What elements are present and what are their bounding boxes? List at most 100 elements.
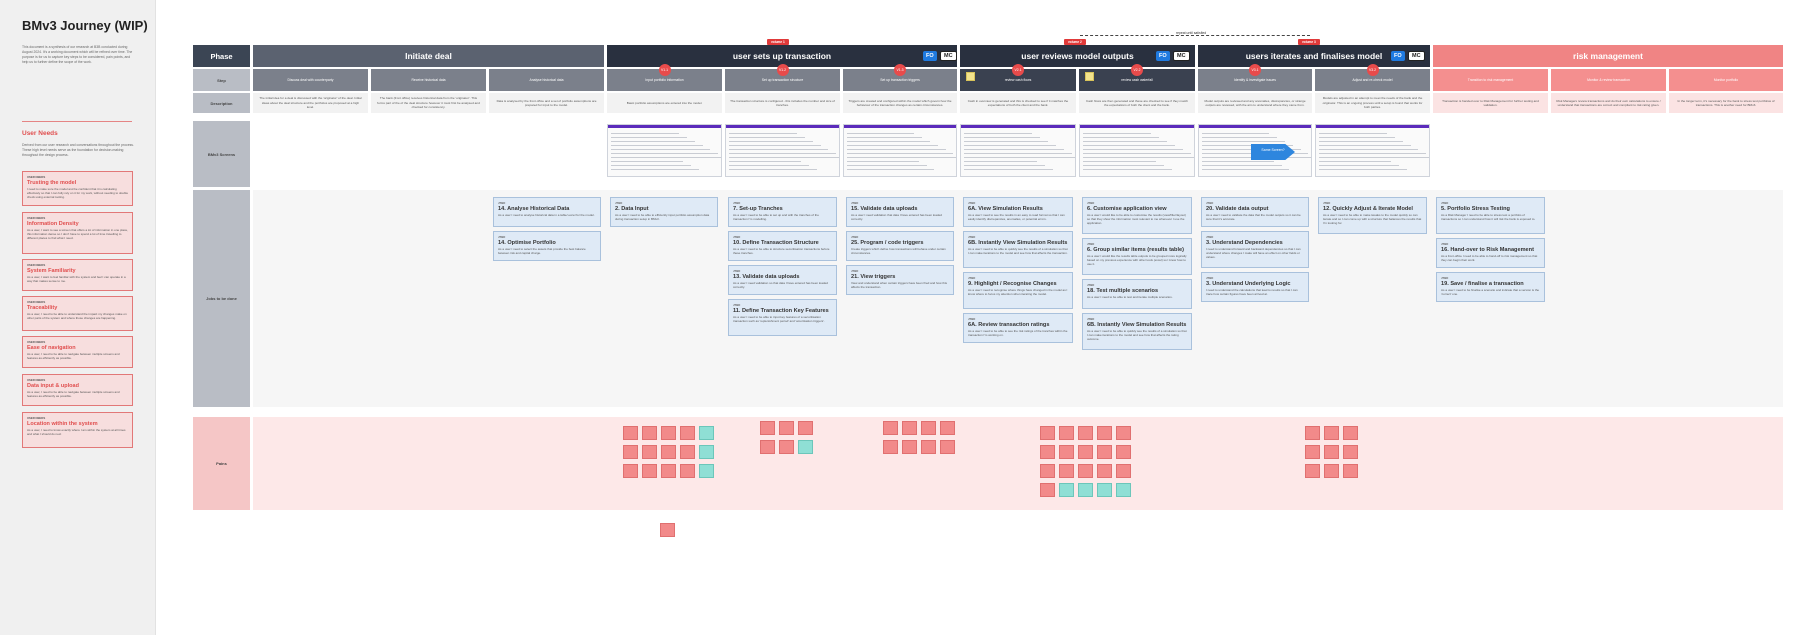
pain-sticky-note[interactable] [1343,464,1358,478]
pain-sticky-note[interactable] [661,426,676,440]
pain-sticky-note[interactable] [661,445,676,459]
need-card-data-input-upload[interactable]: USER NEEDS Data input & upload As a user… [22,374,133,406]
pain-sticky-note[interactable] [1097,483,1112,497]
pain-sticky-note[interactable] [1097,426,1112,440]
pain-sticky-note[interactable] [699,464,714,478]
need-card-traceability[interactable]: USER NEEDS Traceability As a user, I nee… [22,296,133,331]
pain-sticky-note[interactable] [1040,483,1055,497]
step-discuss-deal[interactable]: Discuss deal with counterparty [253,69,368,91]
pain-sticky-note[interactable] [623,445,638,459]
need-card-system-familiarity[interactable]: USER NEEDS System Familiarity As a user,… [22,259,133,291]
pain-sticky-note[interactable] [940,421,955,435]
pain-sticky-note[interactable] [760,440,775,454]
pain-sticky-note[interactable] [1040,464,1055,478]
pain-sticky-note[interactable] [680,426,695,440]
pain-sticky-note[interactable] [1040,445,1055,459]
pain-sticky-note[interactable] [642,426,657,440]
pain-sticky-note[interactable] [883,421,898,435]
pain-sticky-note[interactable] [1324,426,1339,440]
pain-sticky-note[interactable] [798,421,813,435]
step-monitor-transaction[interactable]: Monitor & review transaction [1551,69,1666,91]
pain-sticky-note[interactable] [680,464,695,478]
need-card-trusting-the-model[interactable]: USER NEEDS Trusting the model I need to … [22,171,133,206]
pain-sticky-note[interactable] [642,464,657,478]
pain-sticky-note[interactable] [1116,464,1131,478]
pain-sticky-note[interactable] [1059,464,1074,478]
pain-sticky-note[interactable] [1305,445,1320,459]
step-analyse-historical-data[interactable]: Analyse historical data [489,69,604,91]
pain-sticky-note[interactable] [699,445,714,459]
pain-sticky-note[interactable] [1324,464,1339,478]
pain-sticky-note[interactable] [1116,483,1131,497]
step-monitor-portfolio[interactable]: Monitor portfolio [1669,69,1783,91]
pain-sticky-note[interactable] [779,440,794,454]
step-receive-historical-data[interactable]: Receive historical data [371,69,486,91]
screenshot-thumbnail[interactable] [843,124,957,177]
pain-sticky-note[interactable] [1097,445,1112,459]
pain-sticky-note[interactable] [1078,483,1093,497]
pain-sticky-note[interactable] [760,421,775,435]
pain-sticky-note[interactable] [1343,445,1358,459]
screenshot-thumbnail[interactable] [725,124,840,177]
pain-sticky-note[interactable] [661,464,676,478]
screenshot-thumbnail[interactable] [1079,124,1195,177]
screenshot-thumbnail[interactable] [960,124,1076,177]
pain-sticky-note[interactable] [921,421,936,435]
pain-sticky-note[interactable] [883,440,898,454]
pain-sticky-note[interactable] [1059,445,1074,459]
pain-sticky-note[interactable] [1305,464,1320,478]
pain-sticky-note[interactable] [1097,464,1112,478]
pain-sticky-note[interactable] [902,440,917,454]
need-card-ease-of-navigation[interactable]: USER NEEDS Ease of navigation As a user,… [22,336,133,368]
pain-sticky-note[interactable] [1116,426,1131,440]
need-card-location-within-system[interactable]: USER NEEDS Location within the system As… [22,412,133,448]
pain-sticky-note[interactable] [1059,426,1074,440]
pain-sticky-note[interactable] [1078,445,1093,459]
need-card-information-density[interactable]: USER NEEDS Information Density As a user… [22,212,133,254]
pain-sticky-note[interactable] [642,445,657,459]
screenshot-thumbnail[interactable] [607,124,722,177]
pain-sticky-note[interactable] [1059,483,1074,497]
pain-sticky-note[interactable] [699,426,714,440]
pain-sticky-note[interactable] [1116,445,1131,459]
pain-sticky-note[interactable] [940,440,955,454]
pain-sticky-note[interactable] [623,426,638,440]
pain-sticky-note[interactable] [623,464,638,478]
pain-sticky-note[interactable] [680,445,695,459]
pain-sticky-note[interactable] [1078,464,1093,478]
pain-sticky-note[interactable] [921,440,936,454]
pain-sticky-note[interactable] [779,421,794,435]
pain-sticky-note[interactable] [1040,426,1055,440]
